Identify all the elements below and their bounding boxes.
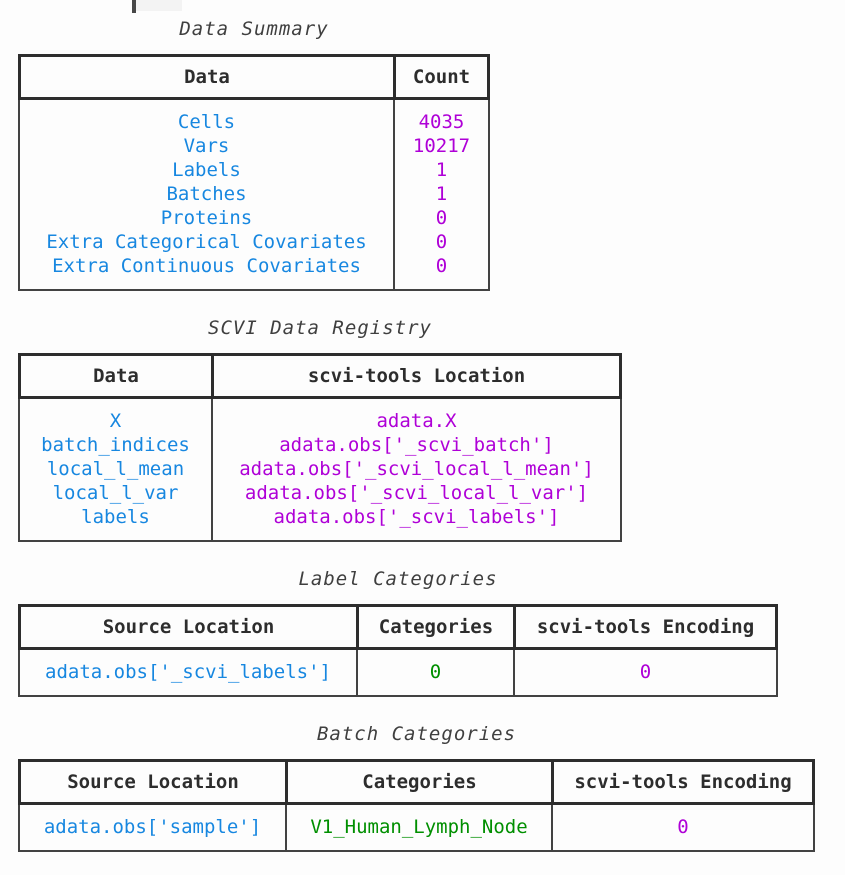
table-cell: 0 (677, 816, 689, 838)
clipped-text-blob (136, 0, 182, 11)
table-cell: 0 (435, 207, 448, 229)
table-cell: adata.X (376, 410, 457, 432)
table-header-row: Data Count (18, 54, 490, 100)
table-cell: 0 (639, 661, 652, 683)
table-cell: adata.obs['_scvi_local_l_mean'] (239, 458, 594, 480)
table-cell: 0 (435, 255, 448, 277)
table-title: Label Categories (298, 568, 498, 590)
table-header-row: Data scvi-tools Location (18, 353, 622, 399)
table-cell: adata.obs['_scvi_labels'] (45, 661, 331, 683)
table-cell: adata.obs['_scvi_labels'] (273, 506, 560, 528)
table-cell: V1_Human_Lymph_Node (310, 816, 528, 838)
table-title: Data Summary (179, 18, 329, 40)
table-body: adata.obs['_scvi_labels'] 0 0 (18, 650, 778, 697)
table-cell: batch_indices (41, 434, 190, 456)
table-cell: Proteins (160, 207, 253, 229)
table-title: Batch Categories (316, 723, 517, 745)
column-header-source-location: Source Location (21, 762, 288, 802)
column-header-data: Data (21, 356, 214, 396)
table-cell: Extra Continuous Covariates (52, 255, 361, 277)
table-cell: 0 (435, 231, 448, 253)
column-header-categories: Categories (359, 607, 516, 647)
table-cell: Extra Categorical Covariates (46, 231, 367, 253)
table-cell: 1 (435, 183, 448, 205)
table-cell: local_l_mean (46, 458, 185, 480)
table-title: SCVI Data Registry (208, 317, 432, 339)
table-cell: adata.obs['sample'] (43, 816, 262, 838)
table-scvi-data-registry: SCVI Data Registry Data scvi-tools Locati… (18, 316, 622, 542)
table-cell: X (109, 410, 122, 432)
column-header-count: Count (412, 66, 471, 88)
table-cell: Cells (177, 111, 236, 133)
table-cell: 1 (435, 159, 448, 181)
table-cell: local_l_var (52, 482, 179, 504)
table-cell: 10217 (412, 135, 471, 157)
table-cell: Labels (172, 159, 241, 181)
table-cell: 4035 (418, 111, 465, 133)
table-cell: 0 (429, 661, 442, 683)
table-column-source-location: adata.obs['_scvi_labels'] (20, 650, 358, 695)
table-column-scvi-tools-encoding: 0 (553, 805, 813, 850)
clipped-text-fragment (132, 0, 192, 16)
column-header-scvi-tools-location: scvi-tools Location (307, 365, 526, 387)
table-column-scvi-tools-encoding: 0 (515, 650, 776, 695)
column-header-scvi-tools-encoding: scvi-tools Encoding (574, 771, 792, 793)
column-header-scvi-tools-encoding: scvi-tools Encoding (536, 616, 755, 638)
table-cell: Vars (183, 135, 230, 157)
table-cell: labels (81, 506, 150, 528)
column-header-categories: Categories (288, 762, 554, 802)
clipped-text-stem (132, 0, 136, 13)
table-column-source-location: adata.obs['sample'] (20, 805, 287, 850)
table-column-categories: V1_Human_Lymph_Node (287, 805, 553, 850)
column-header-source-location: Source Location (21, 607, 359, 647)
column-header-data: Data (21, 57, 396, 97)
table-cell: Batches (166, 183, 247, 205)
table-cell: adata.obs['_scvi_batch'] (279, 434, 554, 456)
table-column-categories: 0 (358, 650, 515, 695)
table-cell: adata.obs['_scvi_local_l_var'] (244, 482, 589, 504)
table-body: adata.obs['sample'] V1_Human_Lymph_Node 0 (18, 805, 815, 852)
